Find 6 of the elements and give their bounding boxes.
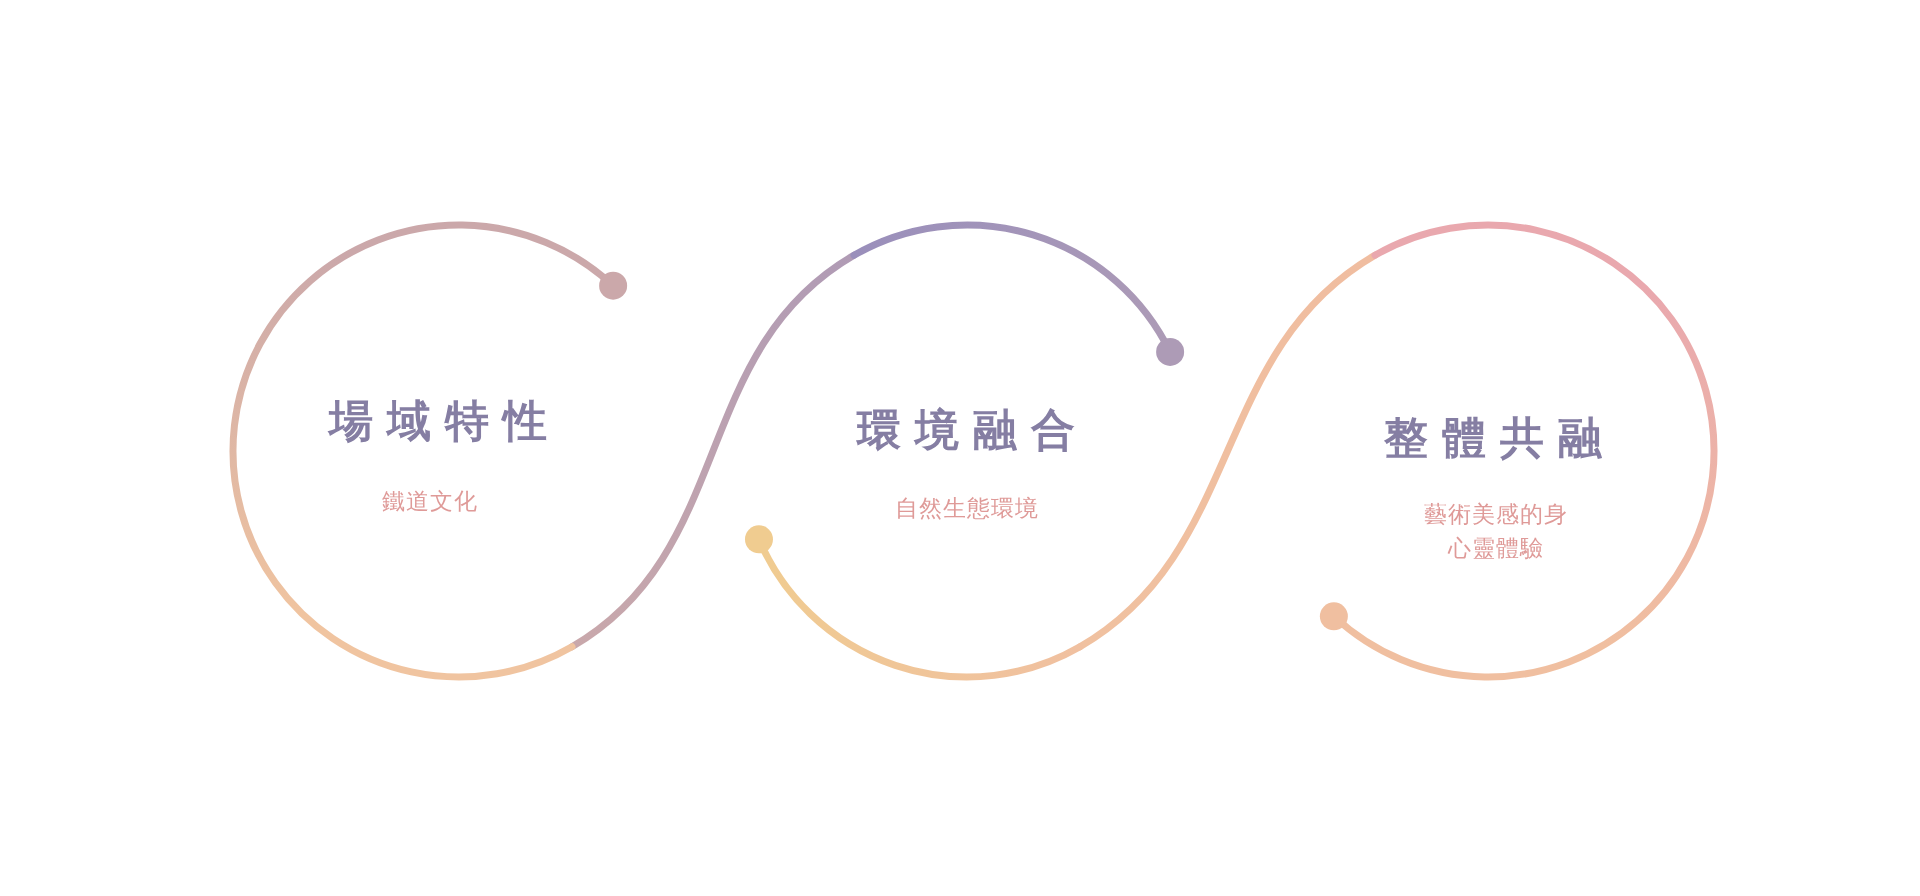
heading-text: 場域特性 bbox=[329, 393, 561, 448]
description-text: 鐵道文化 bbox=[382, 487, 478, 516]
heading-text: 環境融合 bbox=[857, 402, 1089, 457]
description-text: 藝術美感的身心靈體驗 bbox=[1423, 500, 1569, 563]
heading-text: 整體共融 bbox=[1384, 410, 1616, 465]
description-text: 自然生態環境 bbox=[895, 494, 1039, 523]
